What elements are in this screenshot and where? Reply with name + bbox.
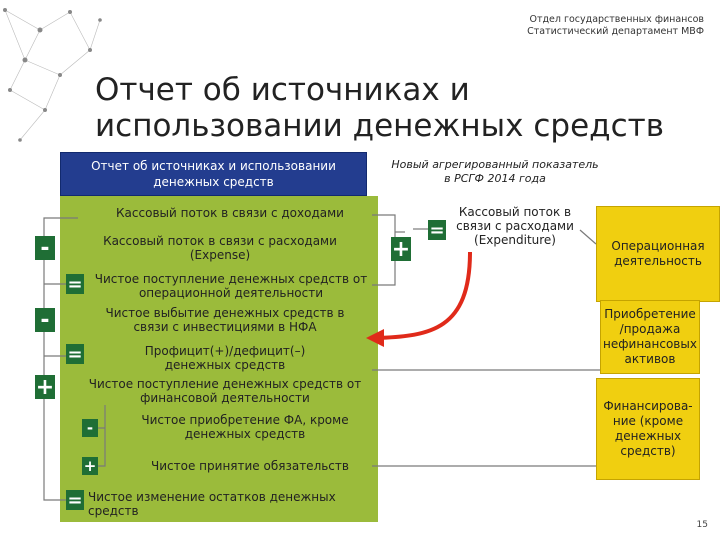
aggregate-expenditure: Кассовый поток в связи с расходами (Expe… — [456, 205, 574, 247]
department-line-1: Отдел государственных финансов — [529, 14, 704, 25]
minus-sign-1: - — [35, 236, 55, 261]
page-title-line-1: Отчет об источниках и — [95, 72, 470, 108]
minus-sign-2: - — [35, 308, 55, 333]
page-title: Отчет об источниках и использовании дене… — [95, 72, 664, 144]
equals-sign-3: = — [66, 489, 84, 511]
category-operating: Операционная деятельность — [596, 206, 720, 302]
flow-fa-acquisition: Чистое приобретение ФА, кроме денежных с… — [141, 413, 349, 441]
category-nfa: Приобретение /продажа нефинансовых актив… — [600, 300, 700, 374]
category-financing-label: Финансирова-ние (кроме денежных средств) — [603, 399, 693, 458]
cash-flow-panel — [60, 196, 378, 522]
department-line-2: Статистический департамент МВФ — [527, 26, 704, 37]
flow-net-financing: Чистое поступление денежных средств от ф… — [88, 377, 362, 405]
report-header-box: Отчет об источниках и использовании дене… — [60, 152, 367, 196]
flow-expense: Кассовый поток в связи с расходами (Expe… — [103, 234, 337, 262]
page-title-line-2: использовании денежных средств — [95, 108, 664, 144]
flow-liabilities: Чистое принятие обязательств — [151, 459, 349, 473]
plus-sign-2: + — [82, 457, 98, 475]
page-number: 15 — [696, 520, 708, 530]
flow-surplus-deficit: Профицит(+)/дефицит(–) денежных средств — [144, 344, 306, 372]
network-decoration — [3, 8, 102, 142]
department-label: Отдел государственных финансов Статистич… — [527, 14, 704, 38]
flow-net-change-cash: Чистое изменение остатков денежных средс… — [88, 490, 336, 518]
plus-sign-1: + — [35, 374, 55, 400]
minus-sign-3: - — [82, 419, 98, 437]
equals-sign-aggregate: = — [428, 219, 446, 241]
category-nfa-label: Приобретение /продажа нефинансовых актив… — [603, 307, 697, 366]
category-financing: Финансирова-ние (кроме денежных средств) — [596, 378, 700, 480]
report-header-text: Отчет об источниках и использовании дене… — [91, 159, 336, 189]
flow-net-operating: Чистое поступление денежных средств от о… — [94, 272, 368, 300]
flow-revenue: Кассовый поток в связи с доходами — [116, 206, 344, 220]
new-indicator-label: Новый агрегированный показатель в РСГФ 2… — [391, 158, 599, 185]
equals-sign-2: = — [66, 343, 84, 365]
equals-sign-1: = — [66, 273, 84, 295]
plus-sign-aggregate: + — [391, 236, 411, 262]
flow-nfa-investment: Чистое выбытие денежных средств в связи … — [105, 306, 345, 334]
category-operating-label: Операционная деятельность — [611, 239, 705, 268]
